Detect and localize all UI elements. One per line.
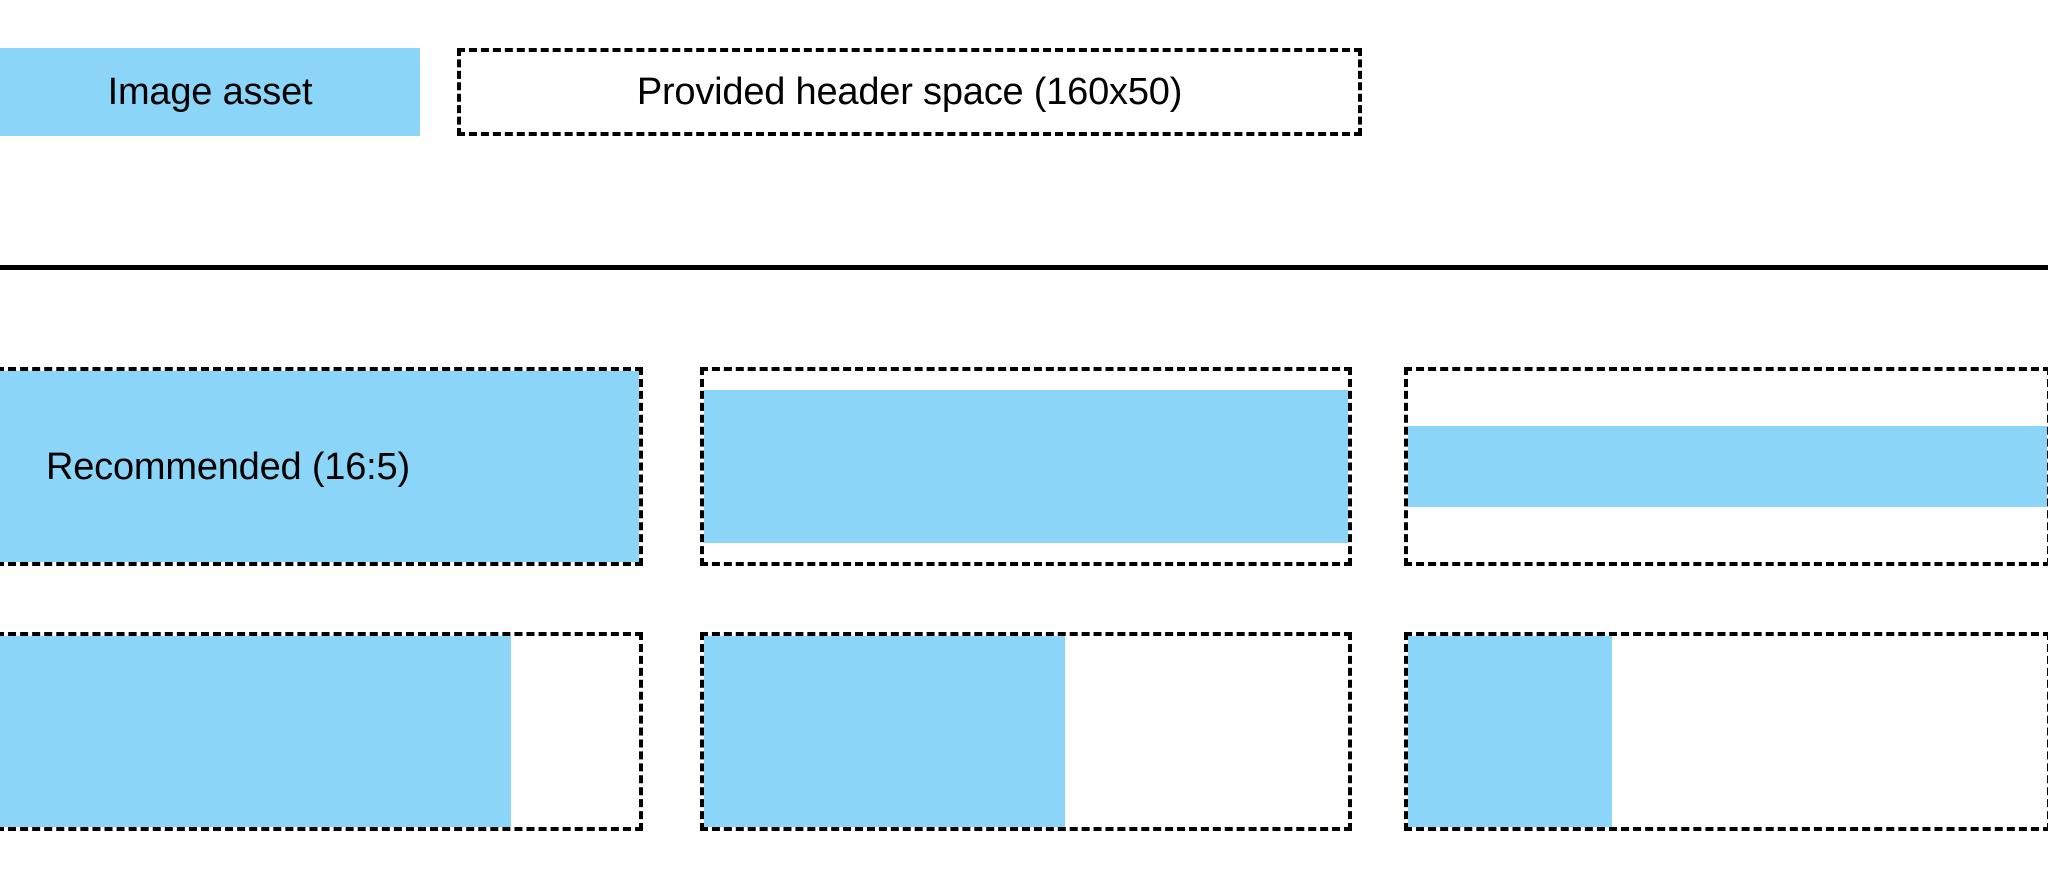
image-asset-label: Image asset <box>107 71 313 113</box>
asset-fill-letterbox <box>1408 426 2047 507</box>
asset-fill-letterbox <box>704 390 1348 543</box>
card-row1-col3 <box>1404 367 2048 566</box>
image-asset-chip: Image asset <box>0 48 420 136</box>
asset-fill-pillarbox <box>704 636 1065 827</box>
asset-fill-full <box>0 371 639 562</box>
asset-fill-pillarbox <box>1408 636 1613 827</box>
card-recommended: Recommended (16:5) <box>0 367 643 566</box>
provided-header-space-box: Provided header space (160x50) <box>457 48 1362 136</box>
card-row1-col2 <box>700 367 1352 566</box>
horizontal-rule <box>0 265 2048 270</box>
card-row2-col2 <box>700 632 1352 831</box>
provided-header-space-label: Provided header space (160x50) <box>636 71 1183 113</box>
card-row2-col3 <box>1404 632 2048 831</box>
card-row2-col1 <box>0 632 643 831</box>
asset-fill-pillarbox <box>0 636 512 827</box>
header-row: Image asset Provided header space (160x5… <box>0 48 2048 136</box>
